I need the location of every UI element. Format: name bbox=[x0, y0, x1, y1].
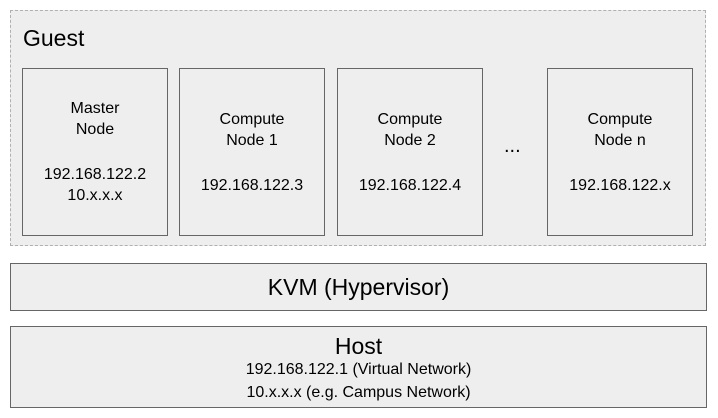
host-layer: Host 192.168.122.1 (Virtual Network) 10.… bbox=[10, 326, 707, 408]
node-ip-addresses: 192.168.122.2 10.x.x.x bbox=[43, 166, 147, 204]
hypervisor-label: KVM (Hypervisor) bbox=[267, 274, 450, 300]
master-node: Master Node 192.168.122.2 10.x.x.x bbox=[22, 68, 168, 236]
node-name: Compute Node 1 bbox=[219, 111, 285, 149]
node-name: Master Node bbox=[70, 100, 120, 138]
compute-node-2: Compute Node 2 192.168.122.4 bbox=[337, 68, 483, 236]
more-nodes-ellipsis: ... bbox=[504, 135, 521, 157]
node-ip-address: 192.168.122.x bbox=[569, 177, 671, 194]
host-virtual-network-ip: 192.168.122.1 (Virtual Network) bbox=[245, 361, 472, 378]
node-ip-address: 192.168.122.4 bbox=[358, 177, 462, 194]
hypervisor-layer: KVM (Hypervisor) bbox=[10, 263, 707, 311]
compute-node-1: Compute Node 1 192.168.122.3 bbox=[179, 68, 325, 236]
guest-layer: Guest Master Node 192.168.122.2 10.x.x.x… bbox=[10, 10, 706, 246]
guest-title: Guest bbox=[23, 25, 85, 51]
node-name: Compute Node 2 bbox=[377, 111, 443, 149]
compute-node-n: Compute Node n 192.168.122.x bbox=[547, 68, 693, 236]
host-campus-network-ip: 10.x.x.x (e.g. Campus Network) bbox=[246, 384, 471, 401]
node-name: Compute Node n bbox=[587, 111, 653, 149]
node-ip-address: 192.168.122.3 bbox=[200, 177, 304, 194]
host-title: Host bbox=[334, 333, 383, 359]
